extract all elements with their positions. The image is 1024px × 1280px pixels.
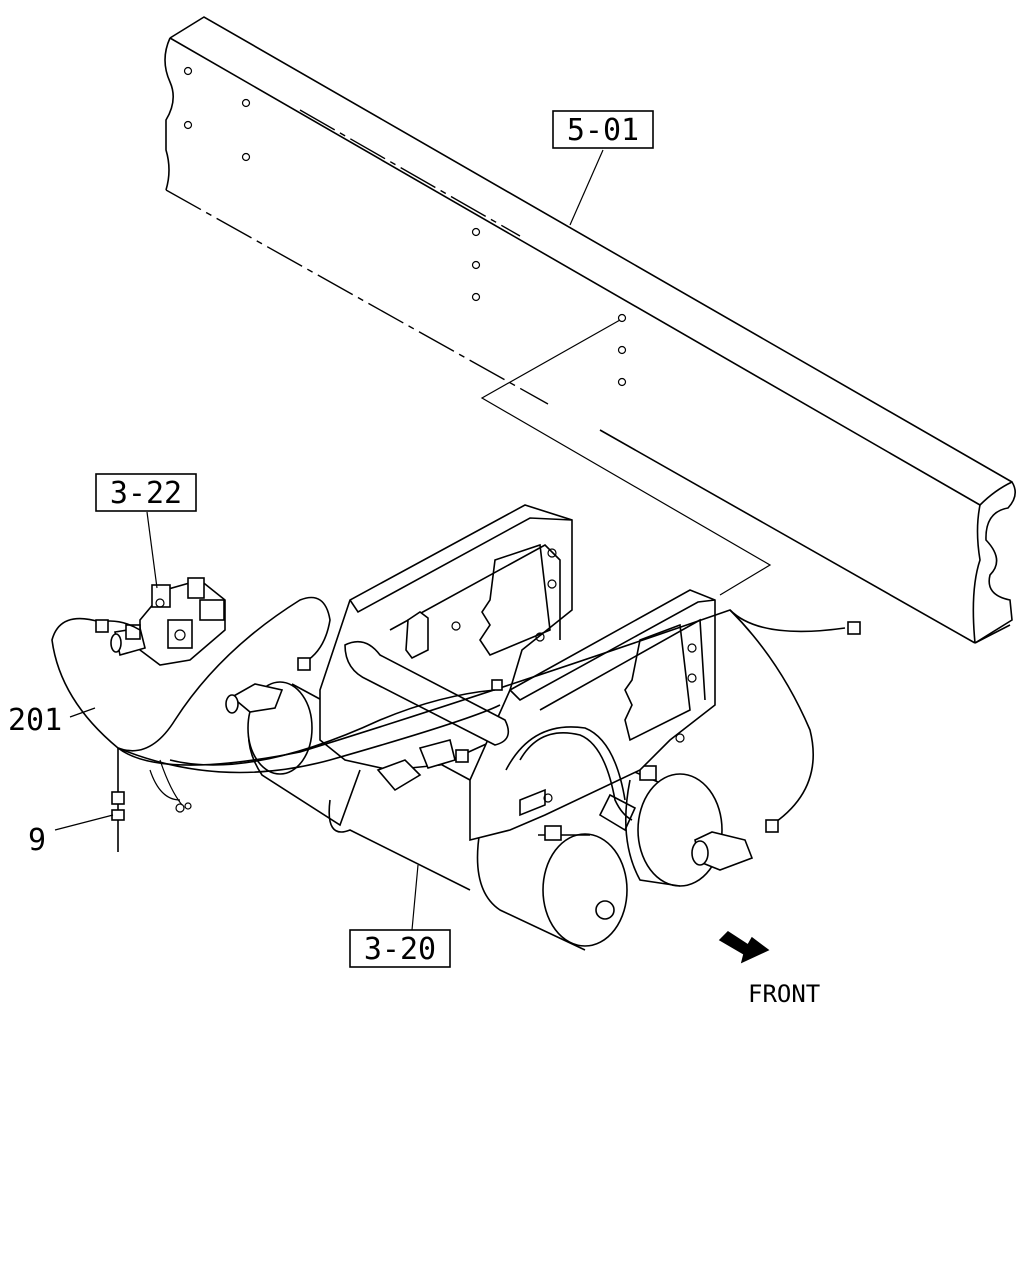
valve-assembly xyxy=(110,577,226,666)
front-arrow-icon xyxy=(718,931,770,964)
mounting-brackets xyxy=(319,504,716,842)
leader-3-22 xyxy=(146,511,158,589)
air-tank-assembly xyxy=(225,649,754,951)
leader-9 xyxy=(54,814,114,831)
front-direction-label: FRONT xyxy=(748,980,820,1008)
leader-5-01 xyxy=(569,149,604,226)
wire-harness xyxy=(51,596,861,852)
callout-3-22-label: 3-22 xyxy=(110,476,182,511)
leader-201 xyxy=(69,707,96,718)
callout-3-22: 3-22 xyxy=(95,473,197,512)
mounting-leader xyxy=(480,319,772,596)
callout-3-20-label: 3-20 xyxy=(364,932,436,967)
part-number-9: 9 xyxy=(28,823,46,858)
callout-5-01-label: 5-01 xyxy=(567,113,639,148)
callout-3-20: 3-20 xyxy=(349,929,451,968)
callout-5-01: 5-01 xyxy=(552,110,654,149)
frame-rail xyxy=(164,16,1016,644)
part-number-201: 201 xyxy=(8,703,62,738)
leader-3-20 xyxy=(411,864,419,931)
